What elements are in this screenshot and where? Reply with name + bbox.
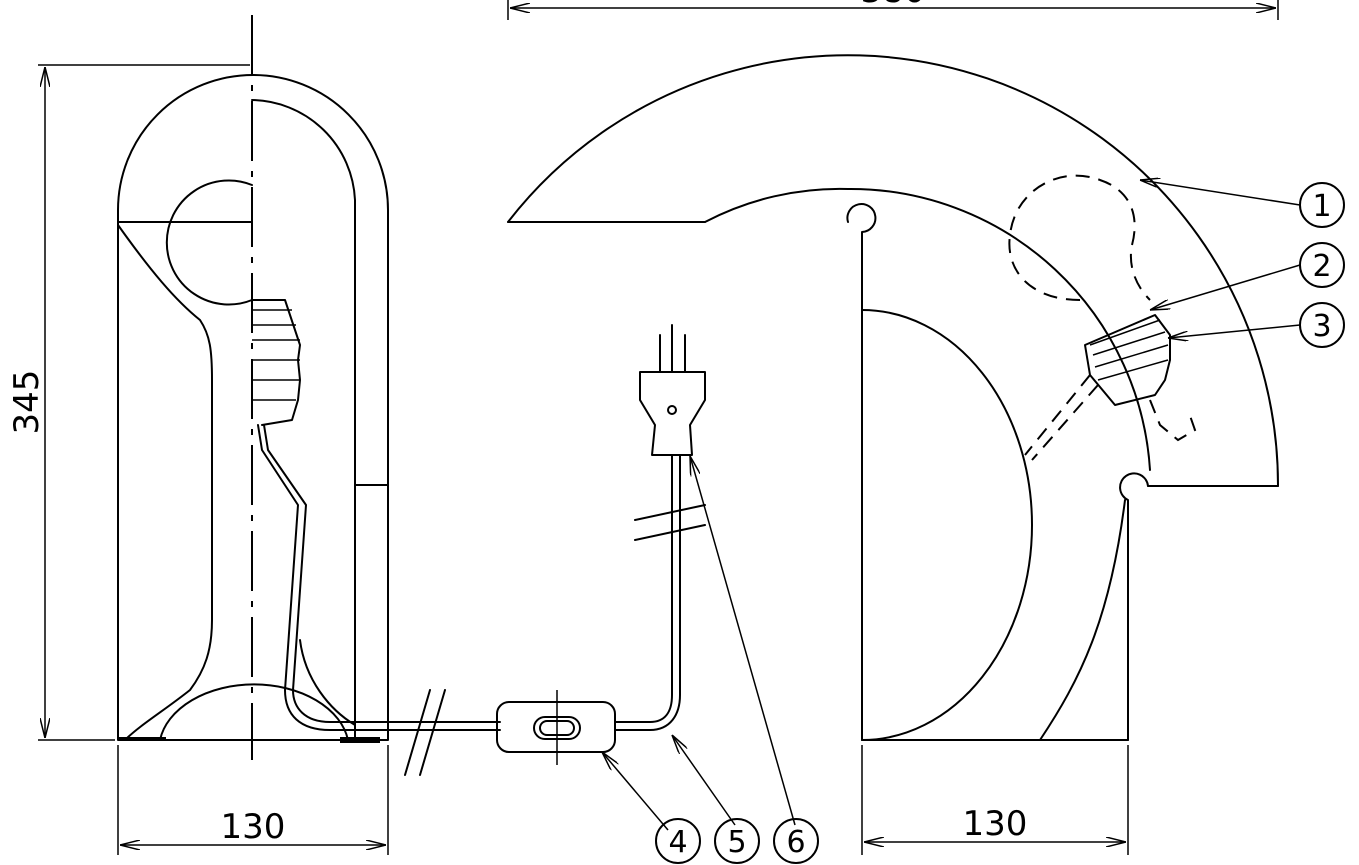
cord-break-left-1 bbox=[404, 689, 431, 776]
front-bulb-cap-dashed bbox=[1149, 399, 1197, 442]
balloon-2-label: 2 bbox=[1312, 249, 1331, 284]
leader-2 bbox=[1150, 264, 1301, 310]
bulb-neck bbox=[251, 299, 301, 426]
side-cord bbox=[257, 424, 421, 731]
balloon-5-label: 5 bbox=[727, 825, 746, 860]
plug-body bbox=[639, 371, 706, 456]
balloon-2-circle bbox=[1299, 242, 1345, 288]
shade-inner-curve bbox=[847, 187, 1151, 471]
front-view bbox=[507, 54, 1280, 741]
balloon-1-circle bbox=[1299, 182, 1345, 228]
plug-screw bbox=[667, 405, 677, 415]
balloons: 1 2 3 4 5 6 bbox=[602, 180, 1345, 864]
side-inner-channel bbox=[251, 99, 356, 741]
dim-height: 345 bbox=[7, 370, 47, 435]
base-semicircle bbox=[861, 309, 1033, 741]
side-lower-arch bbox=[159, 683, 349, 741]
dim-front-width: 130 bbox=[963, 804, 1028, 844]
balloon-1-label: 1 bbox=[1312, 189, 1331, 224]
balloon-5-circle bbox=[714, 818, 760, 864]
base-inner-arc bbox=[1039, 499, 1126, 741]
balloon-4-label: 4 bbox=[668, 825, 687, 860]
bulb-globe bbox=[165, 179, 253, 306]
leader-5 bbox=[672, 735, 736, 826]
leader-1 bbox=[1140, 180, 1301, 206]
leader-4 bbox=[602, 752, 669, 831]
shade-outer-arc bbox=[507, 54, 1280, 487]
cord-switch bbox=[496, 701, 616, 753]
side-lower-inner bbox=[299, 639, 356, 726]
front-bulb-dashed bbox=[1008, 174, 1151, 301]
side-cavity bbox=[117, 224, 213, 741]
cord-assembly bbox=[404, 324, 706, 776]
side-body-outline bbox=[117, 74, 389, 741]
balloon-3-circle bbox=[1299, 302, 1345, 348]
front-bulb-socket bbox=[1084, 314, 1171, 406]
cord-break-right-1 bbox=[634, 504, 706, 521]
side-foot-pad-left bbox=[118, 737, 166, 741]
front-bulb-socket-rings bbox=[1089, 319, 1169, 381]
side-view bbox=[117, 15, 421, 760]
leader-3 bbox=[1168, 324, 1301, 338]
dimensions: 380 345 130 130 bbox=[7, 0, 1279, 855]
dim-top-width: 380 bbox=[861, 0, 926, 11]
dim-side-width: 130 bbox=[221, 807, 286, 847]
cord-main bbox=[419, 454, 681, 731]
cord-break-right-2 bbox=[634, 524, 706, 541]
balloon-6-label: 6 bbox=[786, 825, 805, 860]
shade-right-notch bbox=[1119, 472, 1149, 741]
shade-inner-arc bbox=[704, 187, 849, 223]
shade-left-notch bbox=[846, 203, 877, 741]
balloon-4-circle bbox=[655, 818, 701, 864]
cord-main-inner bbox=[419, 454, 673, 723]
front-cord-dashed bbox=[1024, 374, 1099, 461]
balloon-6-circle bbox=[773, 818, 819, 864]
bulb-socket-threads bbox=[252, 309, 300, 401]
side-cord-inner bbox=[263, 424, 421, 723]
side-foot-pad bbox=[340, 737, 380, 743]
cord-break-left-2 bbox=[419, 689, 446, 776]
leader-6 bbox=[690, 456, 796, 826]
balloon-3-label: 3 bbox=[1312, 309, 1331, 344]
